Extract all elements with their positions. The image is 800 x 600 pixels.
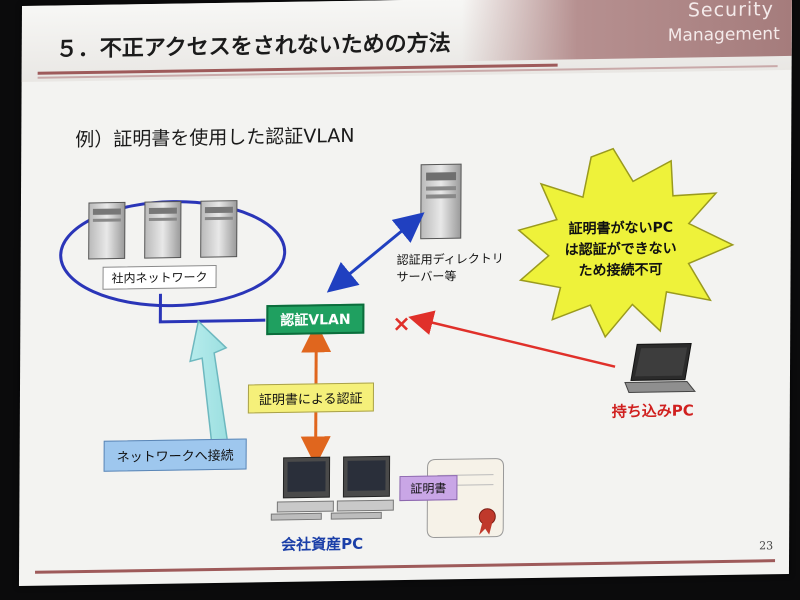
laptop-icon xyxy=(624,342,696,393)
intranet-server-icon xyxy=(144,200,182,259)
directory-server-label: 認証用ディレクトリ サーバー等 xyxy=(396,250,504,286)
cert-auth-label: 証明書による認証 xyxy=(247,382,374,414)
directory-server-icon xyxy=(420,163,462,240)
auth-vlan-box: 認証VLAN xyxy=(266,303,365,336)
byod-pc-label: 持ち込みPC xyxy=(611,401,694,421)
warning-burst-text: 証明書がないPC は認証ができない ため接続不可 xyxy=(565,218,677,283)
burst-line2: は認証ができない xyxy=(564,240,677,259)
blocked-x-mark: × xyxy=(392,311,411,338)
warning-burst xyxy=(517,147,735,339)
intranet-server-icon xyxy=(200,200,238,258)
intranet-label: 社内ネットワーク xyxy=(102,264,217,290)
network-diagram xyxy=(59,147,735,539)
directory-label-line1: 認証用ディレクトリ xyxy=(396,251,504,268)
network-connect-arrow xyxy=(189,319,246,444)
intranet-server-icon xyxy=(88,201,126,260)
byod-blocked-arrow xyxy=(408,310,616,368)
page-number: 23 xyxy=(759,539,774,553)
burst-line3: ため接続不可 xyxy=(578,261,663,280)
certificate-label: 証明書 xyxy=(399,475,458,502)
intranet-link xyxy=(158,293,266,324)
vlan-directory-arrow xyxy=(326,212,425,293)
burst-line1: 証明書がないPC xyxy=(568,219,674,238)
desktop-pc-icon xyxy=(330,455,394,520)
slide: Security Management ５．不正アクセスをされないための方法 例… xyxy=(18,0,792,587)
directory-label-line2: サーバー等 xyxy=(396,269,457,285)
network-connect-label: ネットワークへ接続 xyxy=(103,438,247,472)
company-pc-label: 会社資産PC xyxy=(281,534,364,554)
desktop-pc-icon xyxy=(270,456,334,521)
